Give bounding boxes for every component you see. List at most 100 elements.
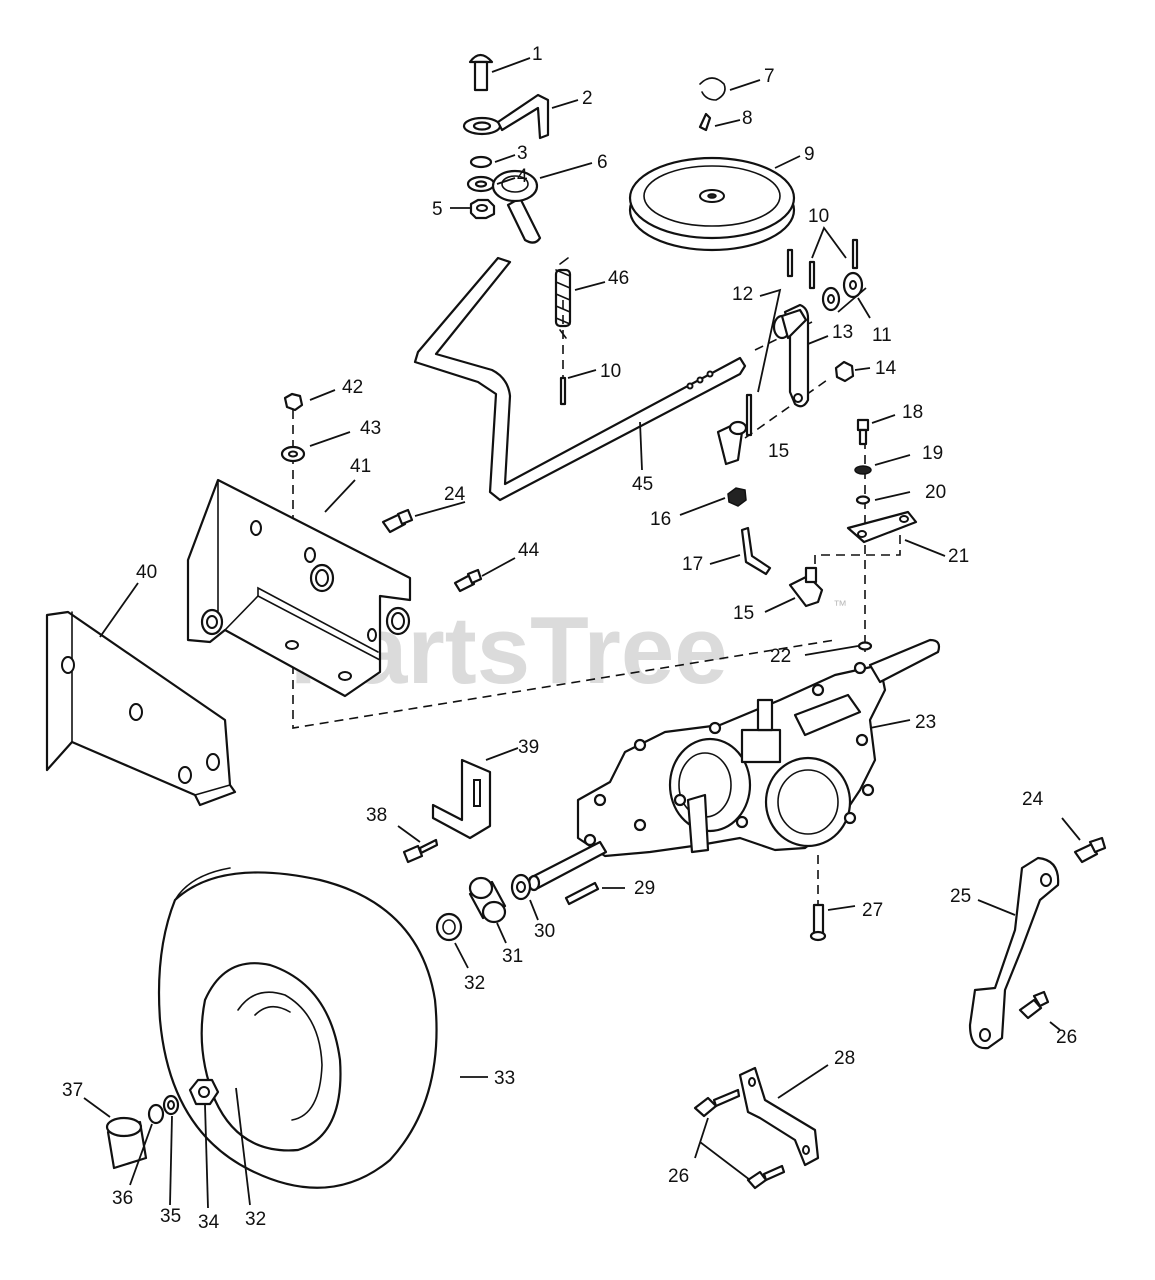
axle-shaft <box>527 840 608 892</box>
part-45-shift-rod <box>413 256 747 502</box>
part-34-nut <box>188 1078 220 1106</box>
watermark-trademark: ™ <box>833 597 847 613</box>
callout-32-top: 32 <box>464 973 485 994</box>
part-25-bracket <box>968 856 1060 1050</box>
callout-24-top: 24 <box>444 484 466 505</box>
callout-37: 37 <box>62 1080 83 1101</box>
callout-4: 4 <box>517 166 528 187</box>
part-30-washer <box>510 873 532 901</box>
callout-13: 13 <box>832 322 853 343</box>
callout-19: 19 <box>922 443 943 464</box>
callout-15-top: 15 <box>768 441 789 462</box>
part-44-bolt <box>453 568 483 593</box>
part-37-cap <box>105 1116 148 1170</box>
part-23-transaxle <box>576 638 941 858</box>
callout-43: 43 <box>360 418 381 439</box>
part-38-screw <box>402 838 439 864</box>
part-26-screw <box>693 990 1050 1190</box>
part-14-nut <box>834 360 855 383</box>
callout-42: 42 <box>342 377 363 398</box>
callout-40: 40 <box>136 562 157 583</box>
callout-15-bottom: 15 <box>733 603 754 624</box>
part-8-key <box>698 112 712 132</box>
callout-26-right: 26 <box>1056 1027 1077 1048</box>
callout-29: 29 <box>634 878 655 899</box>
callout-6: 6 <box>597 152 608 173</box>
part-15-swivel <box>716 420 824 608</box>
callout-41: 41 <box>350 456 371 477</box>
callout-27: 27 <box>862 900 883 921</box>
part-22-washer <box>857 641 873 651</box>
part-21-plate <box>846 510 918 544</box>
callout-1: 1 <box>532 44 543 65</box>
callout-14: 14 <box>875 358 897 379</box>
callout-33: 33 <box>494 1068 515 1089</box>
callout-36: 36 <box>112 1188 133 1209</box>
callout-3: 3 <box>517 143 528 164</box>
part-2-link-rod <box>462 93 550 140</box>
part-36-clip <box>147 1103 165 1125</box>
part-39-bracket <box>431 758 492 840</box>
part-42-nut <box>283 392 304 412</box>
part-6-knob <box>491 169 542 244</box>
part-18-bolt <box>856 418 870 446</box>
callout-7: 7 <box>764 66 775 87</box>
part-9-pulley <box>628 156 796 252</box>
part-40-plate <box>45 610 237 807</box>
part-7-retaining-ring <box>699 77 726 101</box>
callout-21: 21 <box>948 546 969 567</box>
callout-9: 9 <box>804 144 815 165</box>
part-19-washer <box>854 465 872 475</box>
callout-11: 11 <box>872 325 892 346</box>
part-43-washer <box>280 445 306 463</box>
part-41-bracket <box>186 478 412 698</box>
callout-24-right: 24 <box>1022 789 1044 810</box>
callout-17: 17 <box>682 554 703 575</box>
callout-18: 18 <box>902 402 923 423</box>
callout-39: 39 <box>518 737 539 758</box>
part-17-rod <box>740 526 772 576</box>
part-3-washer <box>469 155 493 169</box>
part-13-arm <box>772 303 810 408</box>
callout-26-bottom: 26 <box>668 1166 689 1187</box>
callout-23: 23 <box>915 712 936 733</box>
callout-22: 22 <box>770 646 791 667</box>
callout-35: 35 <box>160 1206 181 1227</box>
callout-20: 20 <box>925 482 946 503</box>
part-1-carriage-bolt <box>468 53 494 92</box>
callout-12: 12 <box>732 284 753 305</box>
part-29-key <box>564 881 600 906</box>
callout-5: 5 <box>432 199 443 220</box>
callout-2: 2 <box>582 88 593 109</box>
callout-44: 44 <box>518 540 540 561</box>
callout-labels: 1 2 3 4 5 6 7 8 9 10 10 10 11 12 13 14 1… <box>62 44 1077 1233</box>
leader-lines <box>83 57 1081 1209</box>
part-33-wheel <box>157 867 438 1189</box>
callout-38: 38 <box>366 805 387 826</box>
callout-30: 30 <box>534 921 555 942</box>
callout-46: 46 <box>608 268 629 289</box>
callout-34: 34 <box>198 1212 220 1233</box>
part-20-washer <box>855 495 871 505</box>
part-11-washer <box>821 271 864 312</box>
callout-28: 28 <box>834 1048 855 1069</box>
part-31-spacer <box>468 876 507 924</box>
callout-10-top: 10 <box>808 206 829 227</box>
part-5-nut <box>469 198 496 220</box>
callout-8: 8 <box>742 108 753 129</box>
part-10-pin <box>559 238 859 437</box>
part-4-washer <box>466 175 496 193</box>
callout-25: 25 <box>950 886 971 907</box>
part-16-nut <box>727 487 747 507</box>
callout-45: 45 <box>632 474 653 495</box>
callout-31: 31 <box>502 946 523 967</box>
callout-32-bottom: 32 <box>245 1209 266 1230</box>
part-24-bolt <box>381 508 1107 864</box>
part-46-spring <box>554 257 572 339</box>
part-27-bolt <box>809 903 827 942</box>
callout-10-spring: 10 <box>600 361 621 382</box>
part-35-washer <box>162 1094 180 1116</box>
callout-16: 16 <box>650 509 671 530</box>
part-28-bracket <box>738 1066 820 1167</box>
